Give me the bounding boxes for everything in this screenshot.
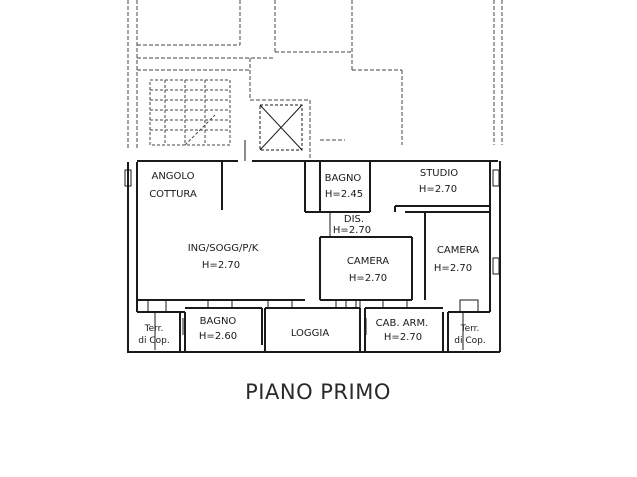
plan-title: PIANO PRIMO [245, 380, 391, 404]
shaft-x-box [259, 104, 303, 151]
room-ingresso-name: ING/SOGG/P/K [187, 243, 259, 254]
terrace-right-line1: Terr. [460, 324, 480, 334]
room-angolo-cottura-line1: ANGOLO [151, 171, 195, 182]
upper-dashed-outline [127, 0, 503, 160]
room-camera-center-name: CAMERA [346, 256, 390, 267]
room-camera-right-height: H=2.70 [433, 263, 473, 274]
terrace-right-line2: di Cop. [454, 336, 486, 346]
room-dis-height: H=2.70 [332, 225, 372, 236]
room-bagno-bottom-height: H=2.60 [198, 331, 238, 342]
terrace-left-line1: Terr. [144, 324, 164, 334]
room-studio-height: H=2.70 [418, 184, 458, 195]
room-bagno-bottom-name: BAGNO [199, 316, 237, 327]
room-studio-name: STUDIO [419, 168, 459, 179]
room-ingresso-height: H=2.70 [201, 260, 241, 271]
room-bagno-top-name: BAGNO [324, 173, 362, 184]
room-dis-name: DIS. [343, 214, 365, 225]
room-bagno-top-height: H=2.45 [324, 189, 364, 200]
room-angolo-cottura-line2: COTTURA [149, 189, 197, 200]
terrace-left-line2: di Cop. [138, 336, 170, 346]
room-cab-arm-name: CAB. ARM. [375, 318, 429, 329]
room-camera-center-height: H=2.70 [348, 273, 388, 284]
room-cab-arm-height: H=2.70 [383, 332, 423, 343]
room-loggia-name: LOGGIA [290, 328, 330, 339]
stair-dashed [149, 79, 231, 146]
room-camera-right-name: CAMERA [436, 245, 480, 256]
window-marks [124, 140, 500, 350]
